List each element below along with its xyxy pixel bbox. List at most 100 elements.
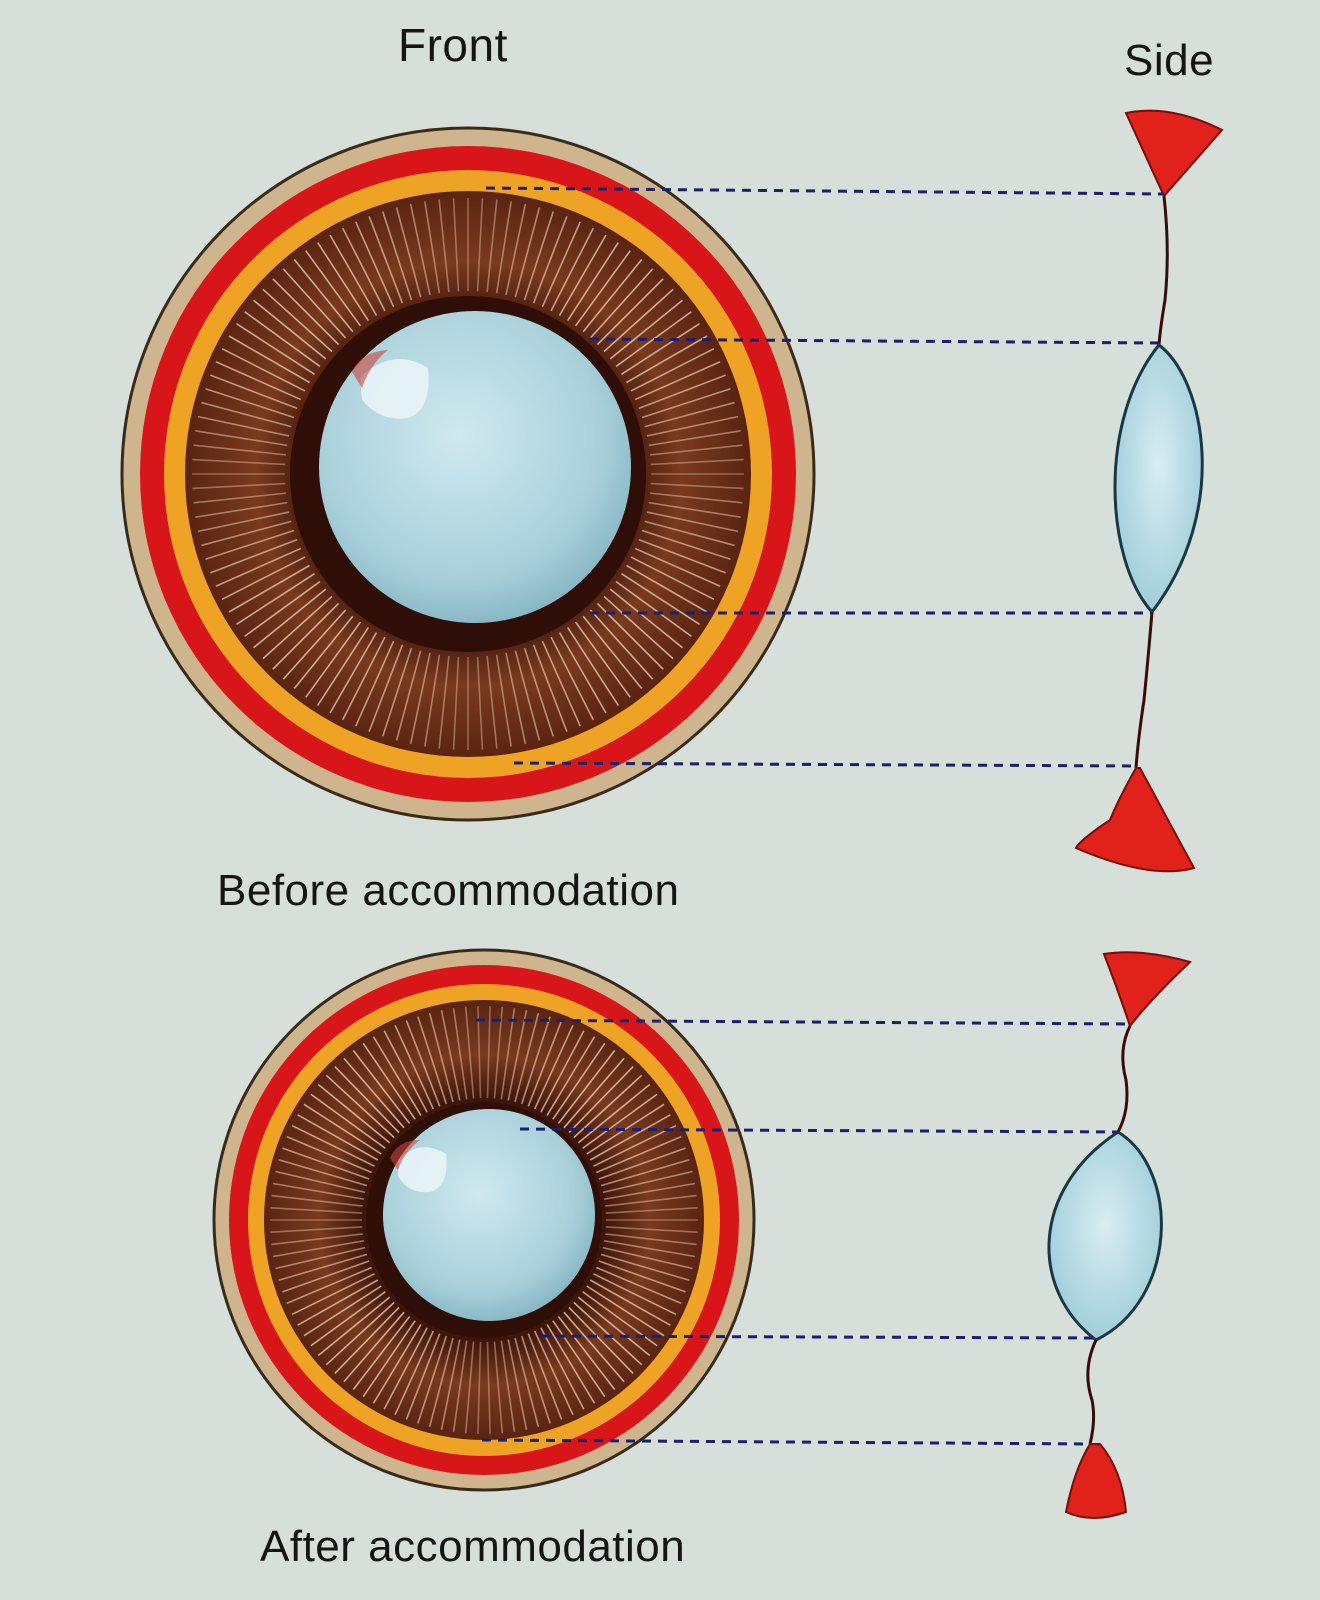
iris-fiber (362, 1042, 416, 1120)
iris-fiber (424, 201, 441, 294)
iris-fiber (278, 1253, 368, 1282)
iris-fiber (305, 621, 362, 698)
lens-reflection (352, 350, 388, 388)
iris-fiber (341, 227, 386, 312)
iris-fiber (615, 311, 692, 368)
guide-line (475, 1018, 1131, 1026)
iris-fiber (577, 1296, 651, 1357)
iris-fiber (317, 1296, 391, 1357)
zonule-bottom (1134, 611, 1154, 769)
iris-fiber (325, 1301, 395, 1366)
side-view-after (1047, 951, 1192, 1519)
iris-fiber (282, 1147, 370, 1180)
iris-fiber (566, 627, 619, 706)
iris-fiber (634, 361, 721, 401)
front-eye-before (120, 126, 816, 822)
iris-fiber (262, 288, 333, 353)
iris-fiber (343, 1311, 405, 1383)
iris-fiber (574, 621, 631, 698)
iris-fiber (574, 250, 631, 327)
iris-fiber (593, 1273, 677, 1316)
iris-fiber (589, 1279, 671, 1326)
iris-fiber (638, 538, 726, 574)
iris-fiber (507, 1010, 528, 1101)
iris-fiber (605, 1194, 697, 1207)
label-before-accommodation: Before accommodation (217, 866, 680, 915)
iris-fiber (550, 227, 595, 312)
iris-fiber (329, 234, 378, 316)
guide-line (485, 186, 1165, 196)
iris-fiber (582, 1093, 658, 1149)
iris-fiber (514, 207, 541, 298)
iris-fiber (568, 1065, 634, 1134)
iris-fiber (424, 654, 441, 747)
iris-fiber (646, 511, 739, 533)
iris-fiber (317, 242, 370, 321)
iris-fiber (291, 1273, 375, 1316)
iris-fiber (586, 1103, 665, 1155)
iris-fiber (270, 1206, 363, 1214)
iris-fiber (383, 1327, 428, 1410)
iris-fiber (381, 647, 413, 737)
iris-fiber (193, 444, 287, 456)
iris-fiber (621, 572, 700, 625)
iris-fiber (650, 482, 744, 490)
iris-fiber (598, 1147, 686, 1180)
iris-fiber (644, 401, 735, 428)
iris-fiber (355, 221, 395, 308)
iris-fiber (303, 1285, 382, 1337)
iris-fiber (372, 1324, 422, 1404)
iris-fiber (405, 1333, 441, 1420)
lens-highlight (360, 359, 429, 419)
iris-fiber (228, 564, 310, 613)
iris-fiber (195, 501, 288, 518)
iris-fiber (440, 1339, 461, 1430)
guide-line (519, 1127, 1119, 1134)
iris-fiber (604, 1182, 696, 1200)
iris-fiber (573, 1074, 643, 1139)
iris-fiber (495, 201, 512, 294)
iris-fiber (546, 1036, 596, 1116)
iris-fiber (577, 1083, 651, 1144)
iris-fiber (452, 1340, 468, 1432)
iris-fiber (236, 323, 315, 376)
iris-fiber (244, 580, 321, 637)
iris-fiber (621, 323, 700, 376)
iris-fiber (527, 1333, 563, 1420)
iris-fiber (352, 1050, 411, 1124)
ciliary-body-bottom (1074, 767, 1196, 873)
iris-fiber (602, 1170, 693, 1194)
iris-fiber (546, 1324, 596, 1404)
iris-fiber (630, 556, 715, 601)
iris-fiber (532, 216, 568, 304)
iris-fiber (533, 1025, 574, 1110)
iris-fiber (552, 1042, 606, 1120)
side-view-before (1074, 109, 1224, 873)
iris-fiber (493, 1006, 504, 1099)
iris-fiber (486, 1006, 491, 1099)
front-eye-after (212, 948, 756, 1492)
ciliary-body-bottom (1064, 1443, 1128, 1519)
iris-fiber (262, 595, 333, 660)
iris-fiber (409, 203, 431, 296)
iris-fiber (533, 1330, 574, 1415)
iris-fiber (596, 1266, 682, 1305)
iris-fiber (476, 656, 484, 750)
iris-fiber (221, 556, 306, 601)
iris-fiber (428, 1012, 454, 1103)
iris-fiber (368, 644, 404, 732)
iris-fiber (438, 199, 450, 293)
iris-fiber (558, 632, 607, 714)
iris-fiber (566, 242, 619, 321)
iris-fiber (197, 511, 290, 533)
iris-fiber (270, 1226, 363, 1234)
guide-line (539, 1334, 1097, 1340)
iris-fiber (275, 1246, 366, 1270)
iris-fiber (310, 1291, 386, 1347)
iris-fiber (573, 1301, 643, 1366)
iris-fiber (630, 347, 715, 392)
iris-fiber (641, 387, 731, 419)
iris-fiber (596, 278, 664, 346)
iris-fiber (282, 268, 347, 339)
iris-fiber (405, 1020, 441, 1107)
